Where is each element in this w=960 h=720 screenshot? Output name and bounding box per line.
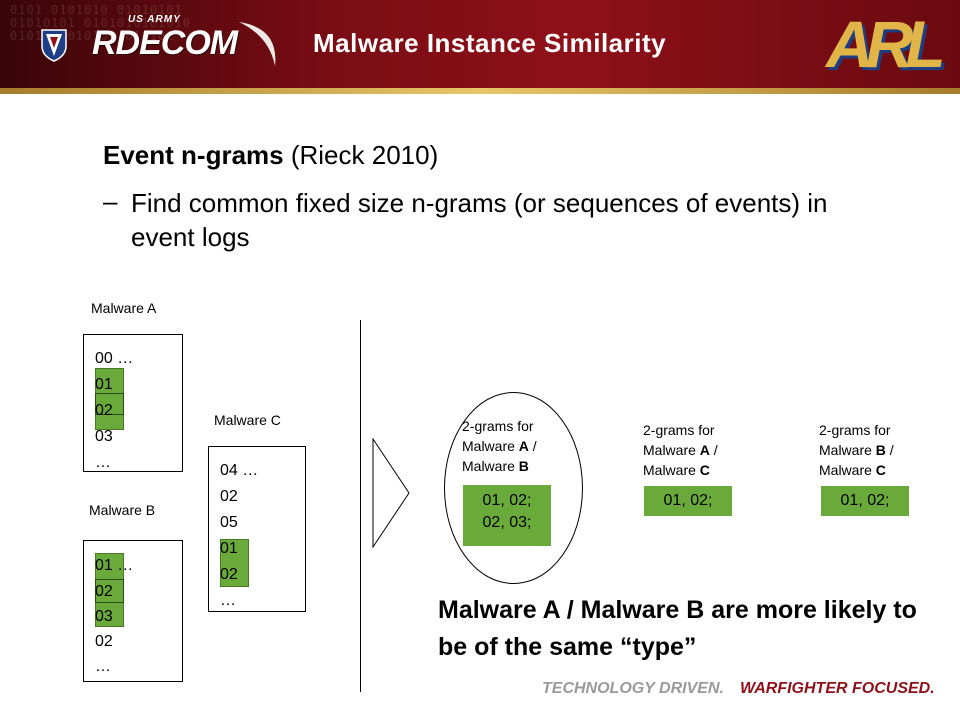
- highlight-ellipse: [444, 392, 583, 584]
- malware-b-log: 01 … 02 03 02 …: [83, 540, 183, 682]
- pair-ac-label-line1: 2-grams for: [643, 422, 715, 438]
- malware-b-highlight-overlap: [95, 579, 124, 603]
- pair-ab-label-line1: 2-grams for: [462, 418, 534, 434]
- pair-bc-label-line1: 2-grams for: [819, 422, 891, 438]
- malware-a-highlight: [95, 368, 124, 430]
- malware-c-line: 05: [220, 514, 238, 531]
- footer-slogan-left: TECHNOLOGY DRIVEN.: [542, 680, 724, 697]
- malware-a-highlight-overlap: [95, 393, 124, 415]
- malware-b-line: 02: [95, 583, 113, 600]
- slide-title: Malware Instance Similarity: [313, 28, 667, 58]
- pair-ac-ngrams: 01, 02;: [644, 486, 732, 516]
- malware-c-label: Malware C: [214, 412, 281, 428]
- binary-background-pattern: 0101 0101010 01010101 01010101 010101010…: [10, 3, 191, 43]
- malware-b-line: …: [95, 658, 111, 675]
- pair-ab-ngrams: 01, 02; 02, 03;: [463, 485, 551, 546]
- malware-b-line: 01 …: [95, 557, 134, 574]
- bullet-sub: Find common fixed size n-grams (or seque…: [131, 188, 828, 252]
- pair-bc-label-line2: Malware B /: [819, 442, 894, 458]
- footer-slogan-right: WARFIGHTER FOCUSED.: [740, 680, 935, 697]
- rdecom-logo-text: RDECOM: [92, 24, 238, 62]
- right-arrow-icon: [372, 438, 410, 548]
- malware-a-line: 03: [95, 428, 113, 445]
- bullet-dash: –: [103, 186, 118, 216]
- pair-bc-label-line3: Malware C: [819, 462, 886, 478]
- malware-b-line: 03: [95, 608, 113, 625]
- arl-logo: ARL: [826, 7, 946, 81]
- rdecom-shield-icon: [41, 29, 67, 62]
- malware-c-line: 04 …: [220, 462, 259, 479]
- conclusion-text: Malware A / Malware B are more likely to…: [438, 596, 917, 661]
- malware-a-line: 02: [95, 402, 113, 419]
- malware-b-label: Malware B: [89, 502, 156, 518]
- bullet-main-rest: (Rieck 2010): [283, 140, 439, 170]
- malware-a-log: 00 … 01 02 03 …: [83, 334, 183, 472]
- malware-c-line: 02: [220, 488, 238, 505]
- us-army-logo-text: US ARMY: [128, 14, 181, 25]
- pair-ac-label: 2-grams for Malware A / Malware C: [643, 420, 718, 480]
- rdecom-swoosh-icon: [239, 22, 276, 66]
- malware-c-line: 01: [220, 540, 238, 557]
- vertical-divider: [360, 320, 361, 692]
- header-gold-stripe: [0, 88, 960, 94]
- pair-ab-label: 2-grams for Malware A / Malware B: [462, 416, 537, 476]
- malware-a-line: 00 …: [95, 350, 134, 367]
- malware-c-log: 04 … 02 05 01 02 …: [208, 446, 306, 612]
- pair-ab-label-line2: Malware A /: [462, 438, 537, 454]
- pair-ac-label-line3: Malware C: [643, 462, 710, 478]
- pair-bc-ngrams: 01, 02;: [821, 486, 909, 516]
- pair-bc-label: 2-grams for Malware B / Malware C: [819, 420, 894, 480]
- malware-b-line: 02: [95, 633, 113, 650]
- malware-c-line: 02: [220, 566, 238, 583]
- bullet-main: Event n-grams (Rieck 2010): [103, 140, 438, 171]
- bullet-main-bold: Event n-grams: [103, 140, 284, 170]
- malware-a-label: Malware A: [91, 300, 157, 316]
- pair-ac-label-line2: Malware A /: [643, 442, 718, 458]
- malware-c-line: …: [220, 592, 236, 609]
- malware-c-highlight: [220, 539, 249, 587]
- header-banner: 0101 0101010 01010101 01010101 010101010…: [0, 0, 960, 90]
- malware-a-line: 01: [95, 376, 113, 393]
- malware-a-line: …: [95, 454, 111, 471]
- pair-ab-label-line3: Malware B: [462, 458, 529, 474]
